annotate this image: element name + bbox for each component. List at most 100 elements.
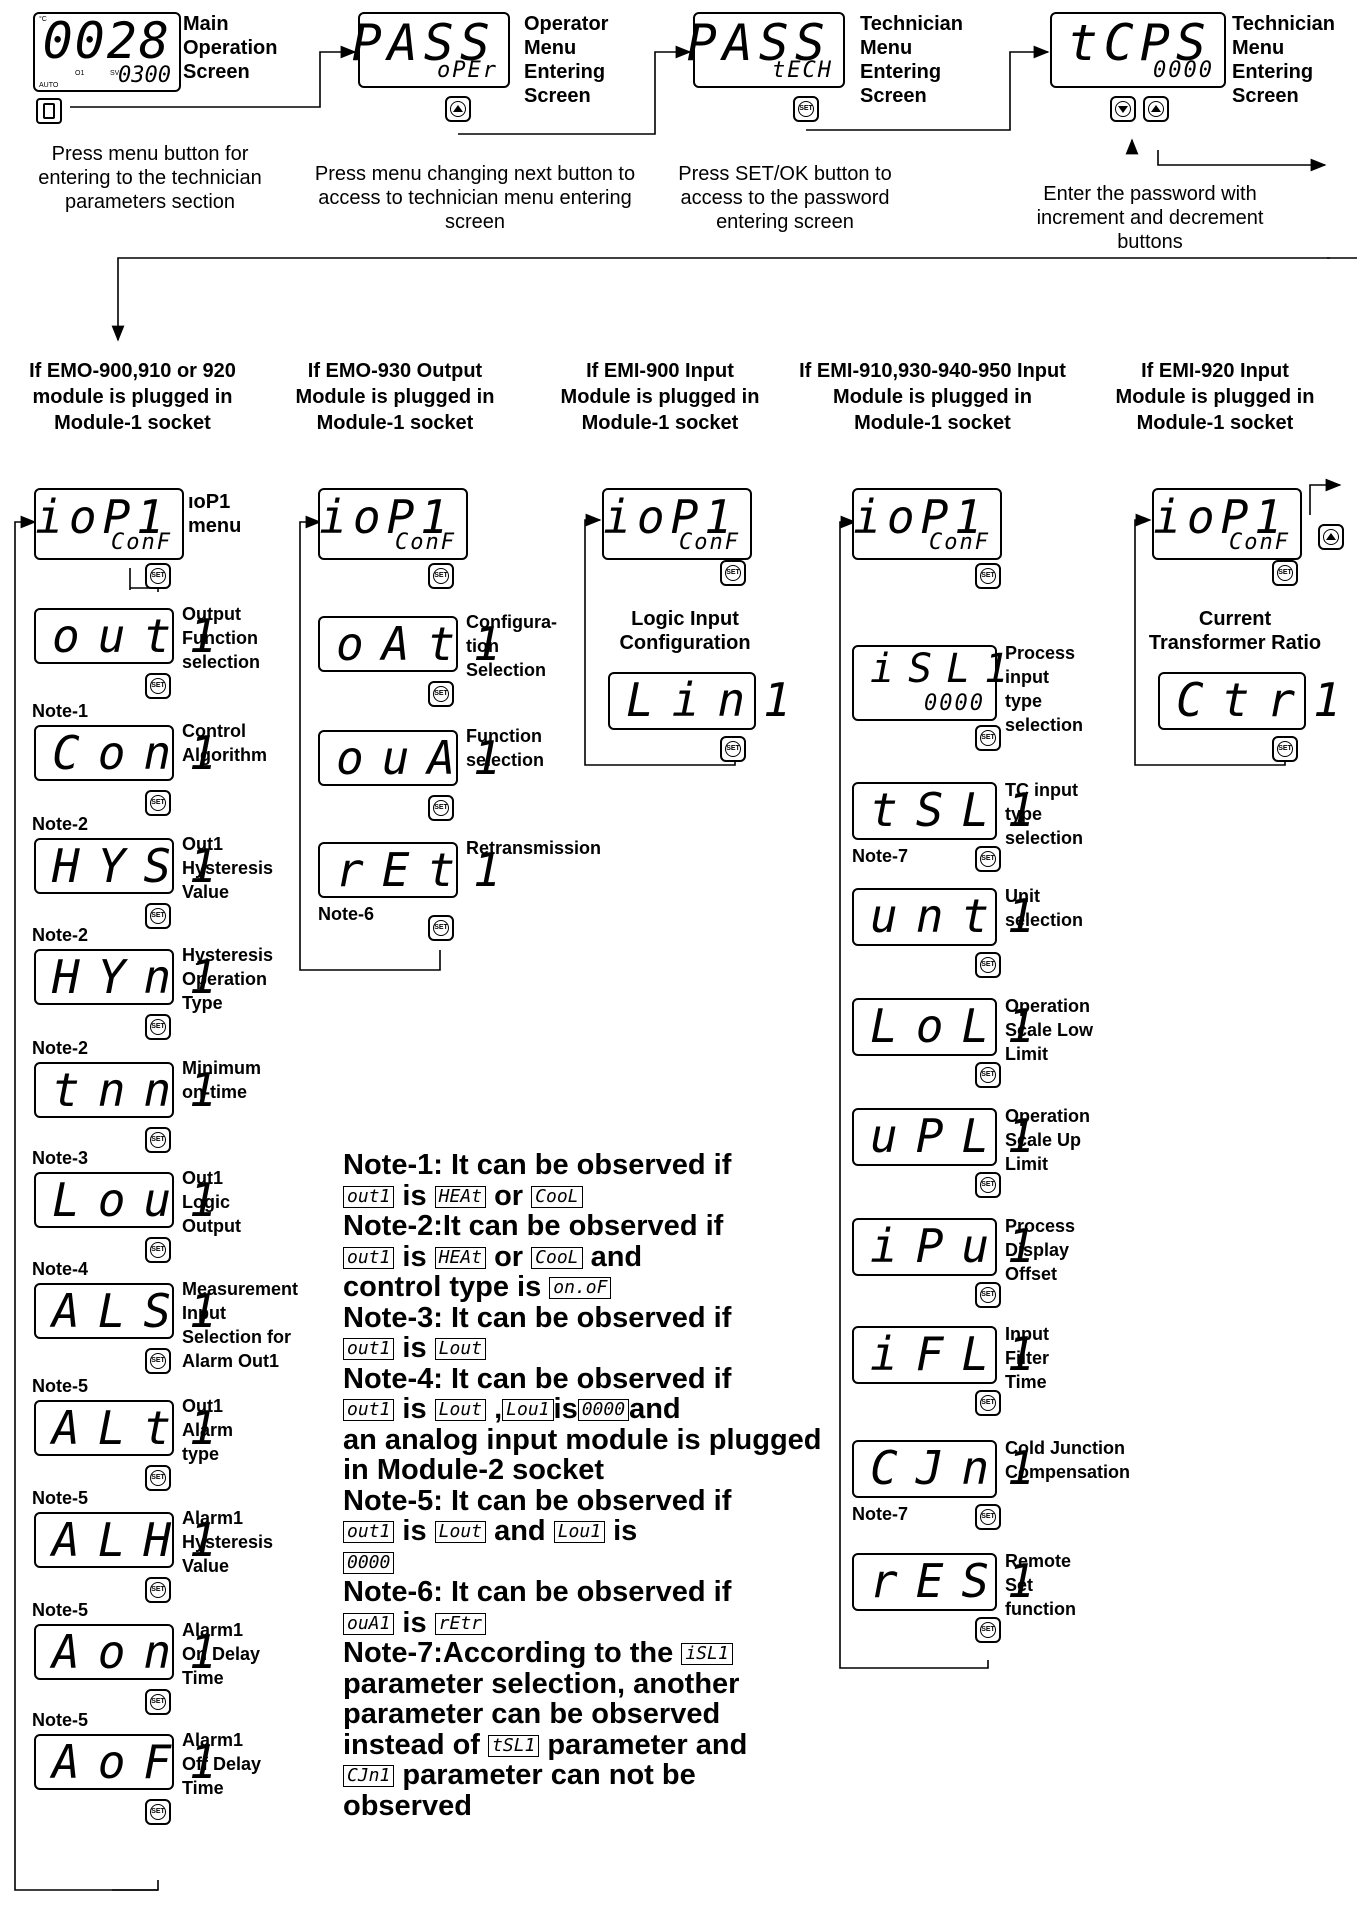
set-button-label: SET [150, 795, 166, 811]
set-button-label: SET [150, 678, 166, 694]
set-button[interactable]: SET [145, 1799, 171, 1825]
set-button[interactable]: SET [428, 681, 454, 707]
param-code: Con1 [52, 726, 235, 780]
param-code: rES1 [870, 1554, 1053, 1608]
param-label-iFL1: Input Filter Time [1005, 1324, 1050, 1392]
param-label-Con1: Control Algorithm [182, 721, 267, 765]
param-label-uPL1: Operation Scale Up Limit [1005, 1106, 1091, 1174]
set-button[interactable]: SET [975, 1617, 1001, 1643]
param-display-AoF1: AoF1 [34, 1734, 217, 1790]
set-button[interactable]: SET [145, 1465, 171, 1491]
iop1-conf-display-col4: ioP1 ConF [852, 488, 1002, 560]
param-code: iPu1 [870, 1219, 1053, 1273]
set-button[interactable]: SET [145, 1127, 171, 1153]
set-button-label: SET [150, 568, 166, 584]
decrement-button[interactable] [1110, 96, 1136, 122]
set-button-col3-top[interactable]: SET [720, 560, 746, 586]
set-button-label: SET [980, 1395, 996, 1411]
param-label-oAt1: Configura- tion Selection [466, 612, 557, 680]
param-code: AoF1 [52, 1735, 235, 1789]
set-button[interactable]: SET [975, 1062, 1001, 1088]
param-display-CJn1: CJn1 [852, 1440, 1035, 1498]
note-7: Note-7:According to the iSL1 parameter s… [343, 1637, 748, 1822]
set-button[interactable]: SET [975, 563, 1001, 589]
param-label-ALS1: Measurement Input Selection for Alarm Ou… [182, 1279, 299, 1371]
note-ref: Note-5 [32, 1600, 89, 1620]
set-button[interactable]: SET [975, 1390, 1001, 1416]
param-label-rEt1: Retransmission [466, 838, 602, 858]
set-button-label: SET [150, 1353, 166, 1369]
set-button[interactable]: SET [428, 563, 454, 589]
set-button[interactable]: SET [428, 915, 454, 941]
param-code: LoL1 [870, 999, 1053, 1053]
param-label-Aon1: Alarm1 On Delay Time [182, 1620, 261, 1688]
param-label-rES1: Remote Set function [1005, 1551, 1076, 1619]
main-operation-display: °C 0028 O1 SV AUTO 0300 [33, 12, 181, 92]
set-button-label: SET [433, 686, 449, 702]
set-button[interactable]: SET [428, 795, 454, 821]
set-button-label: SET [980, 1509, 996, 1525]
set-button-col3[interactable]: SET [720, 736, 746, 762]
set-button[interactable]: SET [975, 1504, 1001, 1530]
next-button-col5[interactable] [1318, 524, 1344, 550]
param-display-rES1: rES1 [852, 1553, 1035, 1611]
iop1-conf-display-col5: ioP1 ConF [1152, 488, 1302, 560]
set-button[interactable]: SET [145, 1577, 171, 1603]
set-button[interactable]: SET [975, 725, 1001, 751]
param-code: HYn1 [52, 950, 235, 1004]
iop1-conf-display-col3: ioP1 ConF [602, 488, 752, 560]
set-button[interactable]: SET [145, 790, 171, 816]
param-label-LoL1: Operation Scale Low Limit [1005, 996, 1094, 1064]
note-ref: Note-2 [32, 1038, 89, 1058]
param-display-ALt1: ALt1 [34, 1400, 217, 1456]
param-label-ALt1: Out1 Alarm type [182, 1396, 234, 1464]
main-screen-label: Main Operation Screen [183, 13, 278, 83]
menu-button[interactable] [36, 98, 62, 124]
set-button[interactable]: SET [145, 1014, 171, 1040]
set-button[interactable]: SET [975, 1172, 1001, 1198]
set-button[interactable]: SET [145, 903, 171, 929]
set-button-col5[interactable]: SET [1272, 736, 1298, 762]
param-display-Aon1: Aon1 [34, 1624, 217, 1680]
set-button-label: SET [433, 800, 449, 816]
set-button[interactable]: SET [975, 952, 1001, 978]
param-code: rEt1 [336, 843, 519, 897]
operator-screen-label: Operator Menu Entering Screen [524, 13, 609, 107]
param-display-tSL1: tSL1 [852, 782, 1035, 840]
param-label-ouA1: Function selection [466, 726, 545, 770]
set-button-col5-top[interactable]: SET [1272, 560, 1298, 586]
set-button[interactable]: SET [145, 673, 171, 699]
note-ref: Note-7 [852, 846, 909, 866]
set-button-label: SET [980, 1177, 996, 1193]
note-ref: Note-5 [32, 1376, 89, 1396]
param-label-unt1: Unit selection [1005, 886, 1084, 930]
set-button-label: SET [150, 1582, 166, 1598]
set-button[interactable]: SET [975, 846, 1001, 872]
set-button[interactable]: SET [145, 1689, 171, 1715]
set-button-label: SET [980, 1067, 996, 1083]
param-code: tnn1 [52, 1063, 235, 1117]
param-display-oAt1: oAt1 [318, 616, 501, 672]
param-code: Aon1 [52, 1625, 235, 1679]
technician-entering-display: PASS tECH [687, 12, 845, 88]
pv-value: 0028 [42, 12, 171, 70]
param-code: tSL1 [870, 783, 1053, 837]
set-button[interactable]: SET [793, 96, 819, 122]
set-button-label: SET [980, 957, 996, 973]
set-button[interactable]: SET [145, 1237, 171, 1263]
header-col4: If EMI-910,930-940-950 Input Module is p… [799, 360, 1066, 434]
set-button[interactable]: SET [975, 1282, 1001, 1308]
current-transformer-label: Current Transformer Ratio [1148, 608, 1322, 654]
param-display-LoL1: LoL1 [852, 998, 1035, 1056]
param-display-Lou1: Lou1 [34, 1172, 217, 1228]
set-button[interactable]: SET [145, 1348, 171, 1374]
increment-button[interactable] [1143, 96, 1169, 122]
note-ref: Note-5 [32, 1488, 89, 1508]
set-button[interactable]: SET [145, 563, 171, 589]
param-display-HYS1: HYS1 [34, 838, 217, 894]
set-button-label: SET [150, 1019, 166, 1035]
param-code: Lou1 [52, 1173, 235, 1227]
next-button[interactable] [445, 96, 471, 122]
note-ref: Note-5 [32, 1710, 89, 1730]
